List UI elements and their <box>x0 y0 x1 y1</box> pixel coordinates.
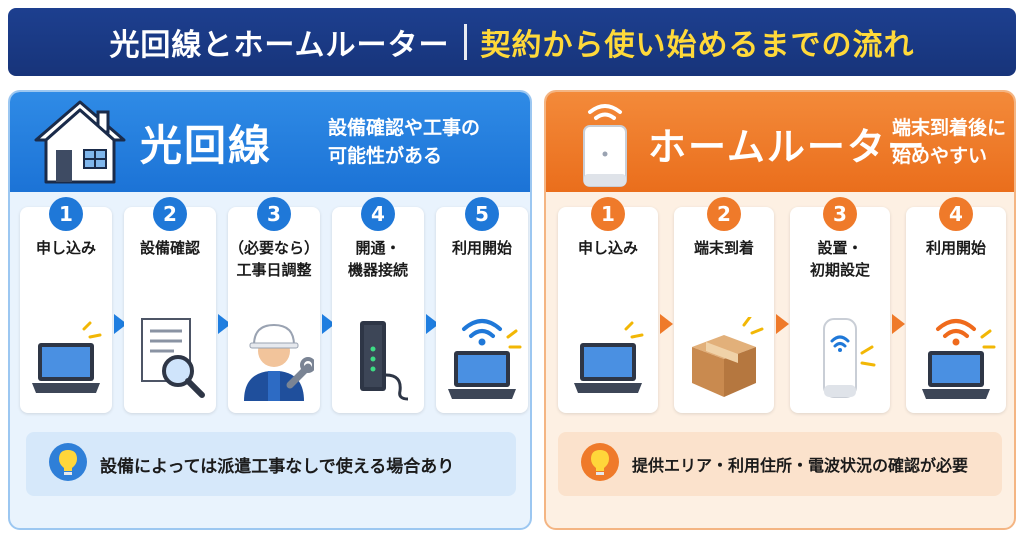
flow-arrow <box>892 314 905 334</box>
fiber-header: 光回線 設備確認や工事の 可能性がある <box>10 92 530 192</box>
step-label: （必要なら） 工事日調整 <box>228 239 319 279</box>
worker-icon <box>234 315 316 405</box>
step-number-badge: 1 <box>49 197 83 231</box>
fiber-panel: 光回線 設備確認や工事の 可能性がある 1 申し込み 2 設備確認 <box>8 90 532 530</box>
step-label: 利用開始 <box>451 239 512 257</box>
title-main: 光回線とホームルーター <box>109 28 450 63</box>
wifi-laptop-icon <box>442 311 522 405</box>
router-step-2: 2 端末到着 <box>674 197 774 413</box>
step-number-badge: 5 <box>465 197 499 231</box>
fiber-note-text: 設備によっては派遣工事なしで使える場合あり <box>100 456 455 477</box>
router-step-1: 1 申し込み <box>558 197 658 413</box>
title-banner: 光回線とホームルーター 契約から使い始めるまでの流れ <box>8 8 1016 76</box>
package-icon <box>684 315 764 405</box>
wifi-laptop-icon <box>916 311 996 405</box>
fiber-title: 光回線 <box>140 121 273 170</box>
title-sub: 契約から使い始めるまでの流れ <box>480 28 915 63</box>
router-panel: ホームルーター 端末到着後に 始めやすい 1 申し込み 2 端末到着 <box>544 90 1016 530</box>
step-label: 設置・ 初期設定 <box>809 239 870 279</box>
step-number-badge: 2 <box>707 197 741 231</box>
router-step-4: 4 利用開始 <box>906 197 1006 413</box>
step-number-badge: 3 <box>257 197 291 231</box>
fiber-subtitle-2: 可能性がある <box>328 145 443 167</box>
step-number-badge: 4 <box>361 197 395 231</box>
step-number-badge: 4 <box>939 197 973 231</box>
lightbulb-icon <box>48 442 88 486</box>
title-divider <box>463 24 467 60</box>
flow-arrow <box>322 314 335 334</box>
flow-arrow <box>114 314 127 334</box>
fiber-step-5: 5 利用開始 <box>436 197 528 413</box>
home-router-icon <box>800 313 880 405</box>
router-subtitle-2: 始めやすい <box>892 145 988 167</box>
fiber-step-1: 1 申し込み <box>20 197 112 413</box>
step-number-badge: 1 <box>591 197 625 231</box>
router-subtitle-1: 端末到着後に <box>892 117 1007 139</box>
fiber-subtitle-1: 設備確認や工事の <box>328 117 481 139</box>
router-note-text: 提供エリア・利用住所・電波状況の確認が必要 <box>632 456 969 475</box>
fiber-step-3: 3 （必要なら） 工事日調整 <box>228 197 320 413</box>
step-label: 申し込み <box>35 239 96 257</box>
step-number-badge: 3 <box>823 197 857 231</box>
flow-arrow <box>776 314 789 334</box>
fiber-note: 設備によっては派遣工事なしで使える場合あり <box>26 432 516 496</box>
step-label: 申し込み <box>577 239 638 257</box>
flow-arrow <box>426 314 439 334</box>
router-icon <box>570 98 640 194</box>
house-icon <box>32 98 128 192</box>
fiber-step-2: 2 設備確認 <box>124 197 216 413</box>
laptop-icon <box>568 321 648 405</box>
document-search-icon <box>130 315 210 405</box>
flow-arrow <box>218 314 231 334</box>
step-label: 設備確認 <box>139 239 200 257</box>
step-label: 端末到着 <box>693 239 754 257</box>
flow-arrow <box>660 314 673 334</box>
router-note: 提供エリア・利用住所・電波状況の確認が必要 <box>558 432 1002 496</box>
fiber-step-4: 4 開通・ 機器接続 <box>332 197 424 413</box>
step-label: 利用開始 <box>925 239 986 257</box>
router-title: ホームルーター <box>648 125 927 169</box>
router-header: ホームルーター 端末到着後に 始めやすい <box>546 92 1014 192</box>
onu-device-icon <box>338 315 418 405</box>
lightbulb-icon <box>580 442 620 486</box>
step-number-badge: 2 <box>153 197 187 231</box>
router-step-3: 3 設置・ 初期設定 <box>790 197 890 413</box>
step-label: 開通・ 機器接続 <box>347 239 408 279</box>
laptop-icon <box>26 321 106 405</box>
